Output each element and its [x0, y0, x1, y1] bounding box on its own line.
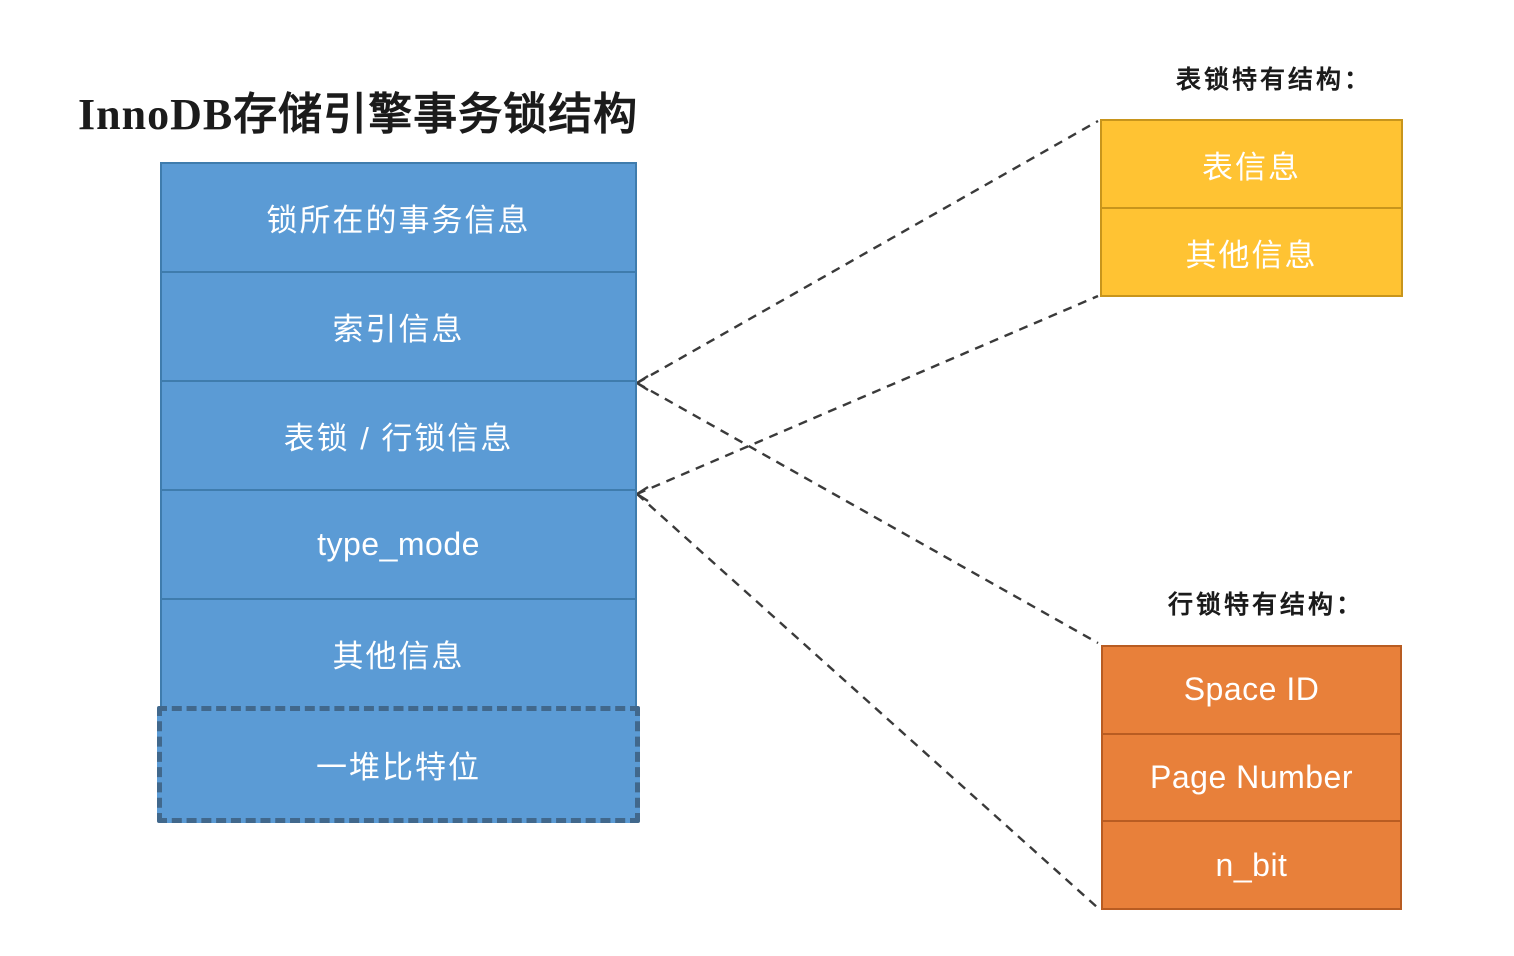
lock-structure-row-transaction-info: 锁所在的事务信息 [162, 164, 635, 273]
row-lock-row-page-number: Page Number [1103, 734, 1400, 823]
lock-structure-row-index-info: 索引信息 [162, 273, 635, 382]
connector-lock-info-to-row-lock [636, 493, 1099, 909]
row-lock-row-n-bit: n_bit [1103, 822, 1400, 909]
row-lock-section-label: 行锁特有结构： [1168, 592, 1365, 619]
table-lock-section-label: 表锁特有结构： [1176, 67, 1373, 94]
lock-structure-row-type-mode: type_mode [162, 491, 635, 600]
connector-lock-info-to-table-lock [636, 294, 1099, 496]
connector-arrowhead [634, 374, 649, 392]
page-title: InnoDB存储引擎事务锁结构 [78, 90, 639, 139]
connector-arrowhead [634, 485, 649, 503]
connector-index-info-to-row-lock [636, 381, 1099, 645]
row-lock-row-space-id: Space ID [1103, 647, 1400, 735]
table-lock-stack: 表信息 其他信息 [1100, 119, 1403, 297]
table-lock-row-table-info: 表信息 [1102, 121, 1401, 209]
lock-structure-row-other-info: 其他信息 [162, 600, 635, 709]
lock-structure-row-table-or-row-lock-info: 表锁 / 行锁信息 [162, 382, 635, 491]
connector-index-info-to-table-lock [636, 119, 1099, 385]
lock-structure-row-bitmap: 一堆比特位 [157, 706, 640, 823]
table-lock-row-other-info: 其他信息 [1102, 209, 1401, 295]
row-lock-stack: Space ID Page Number n_bit [1101, 645, 1402, 910]
lock-structure-stack: 锁所在的事务信息 索引信息 表锁 / 行锁信息 type_mode 其他信息 一… [157, 162, 640, 823]
